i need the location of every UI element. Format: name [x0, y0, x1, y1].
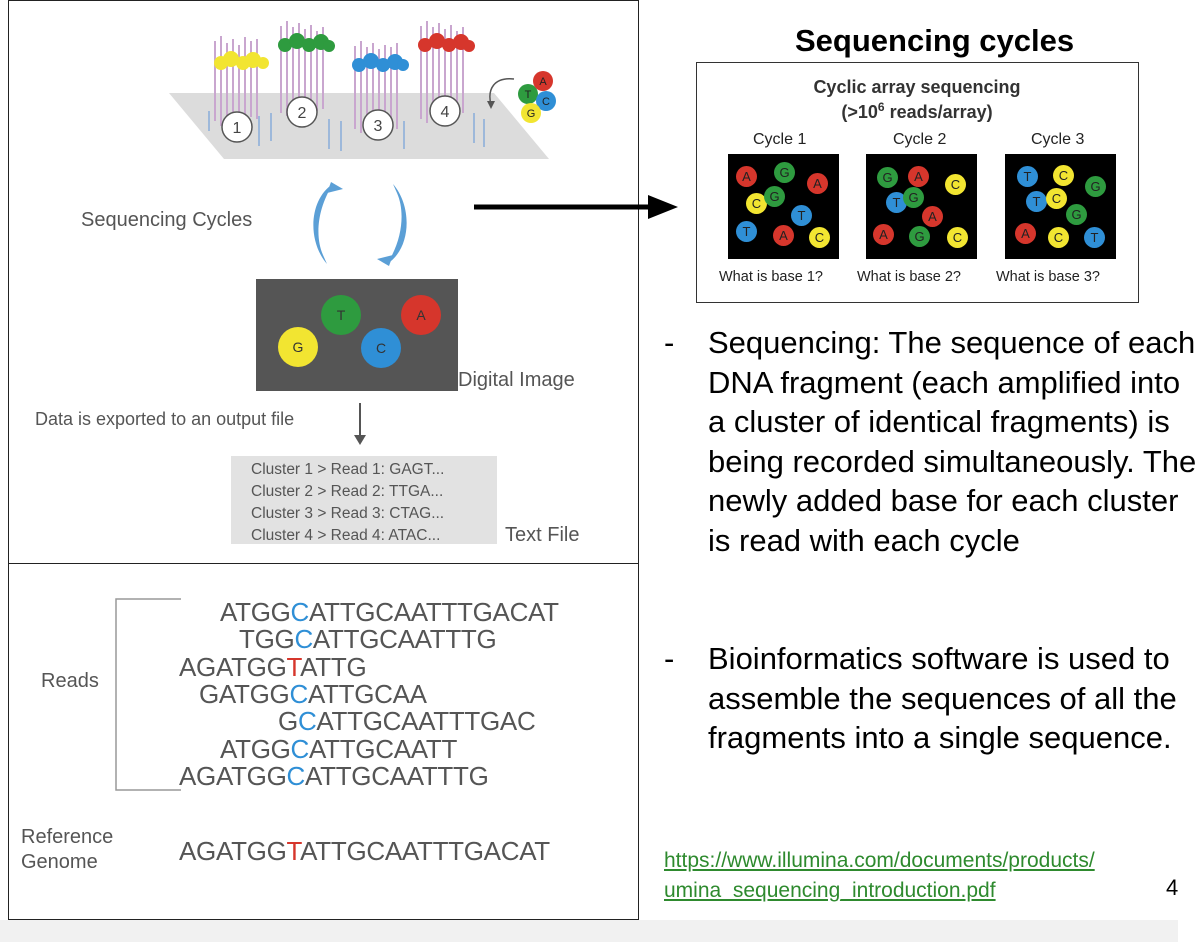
base-dot: G: [1085, 176, 1106, 197]
cycle-label: Cycle 3: [1031, 131, 1085, 148]
read-line: AGATGGCATTGCAATTTG: [179, 761, 489, 791]
sequencing-cycles-label: Sequencing Cycles: [81, 209, 253, 231]
base-dot: C: [809, 227, 830, 248]
cluster-number-4: 4: [441, 104, 450, 121]
read-line: AGATGGTATTG: [179, 652, 367, 682]
svg-text:T: T: [525, 89, 532, 101]
base-dot: A: [922, 206, 943, 227]
bullet-bioinformatics: - Bioinformatics software is used to ass…: [664, 639, 1194, 799]
reads-bracket: [115, 598, 181, 791]
cycle-2-image: G A C T G A A G C: [866, 154, 977, 259]
cycle-1-image: A G A C G T T A C: [728, 154, 839, 259]
right-arrow-icon: [474, 195, 678, 219]
cycle-question: What is base 1?: [719, 269, 823, 285]
read-line: TGGCATTGCAATTTG: [239, 624, 497, 654]
bullet-sequencing: - Sequencing: The sequence of each DNA f…: [664, 323, 1196, 603]
read-alignment-panel: Reads ATGGCATTGCAATTTGACAT TGGCATTGCAATT…: [8, 563, 639, 920]
cycle-3-image: T C G T C G A C T: [1005, 154, 1116, 259]
cycle-question: What is base 3?: [996, 269, 1100, 285]
read-line: ATGGCATTGCAATTTGACAT: [220, 597, 559, 627]
cluster-number-2: 2: [298, 105, 307, 122]
bottom-bar: [0, 920, 1178, 942]
export-label: Data is exported to an output file: [35, 409, 295, 429]
base-dot: T: [886, 192, 907, 213]
cluster-number-1: 1: [233, 120, 242, 137]
base-dot: A: [773, 225, 794, 246]
text-file-label: Text File: [505, 524, 580, 546]
base-dot: A: [807, 173, 828, 194]
base-dot: T: [1026, 191, 1047, 212]
text-file-line: Cluster 4 > Read 4: ATAC...: [251, 527, 441, 544]
base-dot: C: [1046, 188, 1067, 209]
base-dot: C: [945, 174, 966, 195]
base-dot: T: [791, 205, 812, 226]
svg-text:A: A: [539, 76, 547, 88]
figure-subtitle: (>106 reads/array): [841, 100, 993, 122]
cycle-label: Cycle 2: [893, 131, 947, 148]
flowcell-illustration: 1 2 3 4 T A C G: [169, 21, 556, 159]
text-file-box: Cluster 1 > Read 1: GAGT... Cluster 2 > …: [231, 456, 497, 544]
cluster-number-3: 3: [374, 118, 383, 135]
source-link-continued[interactable]: umina_sequencing_introduction.pdf: [664, 879, 996, 902]
base-dot: T: [1084, 227, 1105, 248]
base-dot: C: [1048, 227, 1069, 248]
digital-image-box: G T C A: [256, 279, 458, 391]
base-dot: T: [1017, 166, 1038, 187]
base-dot: A: [736, 166, 757, 187]
bullet-text: Sequencing: The sequence of each DNA fra…: [708, 325, 1197, 558]
digital-dot-g: G: [278, 327, 318, 367]
base-dot: G: [909, 226, 930, 247]
base-dot: C: [1053, 165, 1074, 186]
cycle-arrows-icon: [313, 182, 407, 266]
cyclic-array-figure: Cyclic array sequencing (>106 reads/arra…: [696, 62, 1139, 303]
base-dot: A: [1015, 223, 1036, 244]
base-dot: G: [764, 186, 785, 207]
down-arrow-icon: [354, 403, 366, 445]
base-dot: T: [736, 221, 757, 242]
base-dot: G: [903, 187, 924, 208]
base-dot: A: [873, 224, 894, 245]
text-file-line: Cluster 3 > Read 3: CTAG...: [251, 505, 445, 522]
svg-text:C: C: [542, 96, 550, 108]
digital-dot-a: A: [401, 295, 441, 335]
reads-label: Reads: [41, 670, 99, 692]
reference-label-line1: Reference: [21, 826, 114, 848]
cycle-question: What is base 2?: [857, 269, 961, 285]
reference-sequence: AGATGGTATTGCAATTTGACAT: [179, 836, 550, 866]
read-line: GCATTGCAATTTGAC: [278, 706, 536, 736]
base-dot: G: [774, 162, 795, 183]
read-line: ATGGCATTGCAATT: [220, 734, 458, 764]
text-file-line: Cluster 1 > Read 1: GAGT...: [251, 461, 445, 478]
base-dot: A: [908, 166, 929, 187]
bullet-text: Bioinformatics software is used to assem…: [708, 641, 1177, 755]
svg-text:G: G: [527, 108, 536, 120]
base-dot: G: [877, 167, 898, 188]
digital-dot-t: T: [321, 295, 361, 335]
source-link[interactable]: https://www.illumina.com/documents/produ…: [664, 849, 1095, 872]
text-file-line: Cluster 2 > Read 2: TTGA...: [251, 483, 444, 500]
base-dot: C: [746, 193, 767, 214]
base-dot: G: [1066, 204, 1087, 225]
page-number: 4: [1166, 875, 1179, 900]
digital-image-label: Digital Image: [458, 369, 575, 391]
slide-title: Sequencing cycles: [795, 23, 1075, 58]
base-dot: C: [947, 227, 968, 248]
digital-dot-c: C: [361, 328, 401, 368]
cycle-label: Cycle 1: [753, 131, 807, 148]
reference-label-line2: Genome: [21, 851, 98, 873]
read-line: GATGGCATTGCAA: [199, 679, 427, 709]
figure-title: Cyclic array sequencing: [813, 77, 1021, 97]
sequencing-process-panel: 1 2 3 4 T A C G Sequencing Cycles G T C …: [8, 0, 639, 565]
